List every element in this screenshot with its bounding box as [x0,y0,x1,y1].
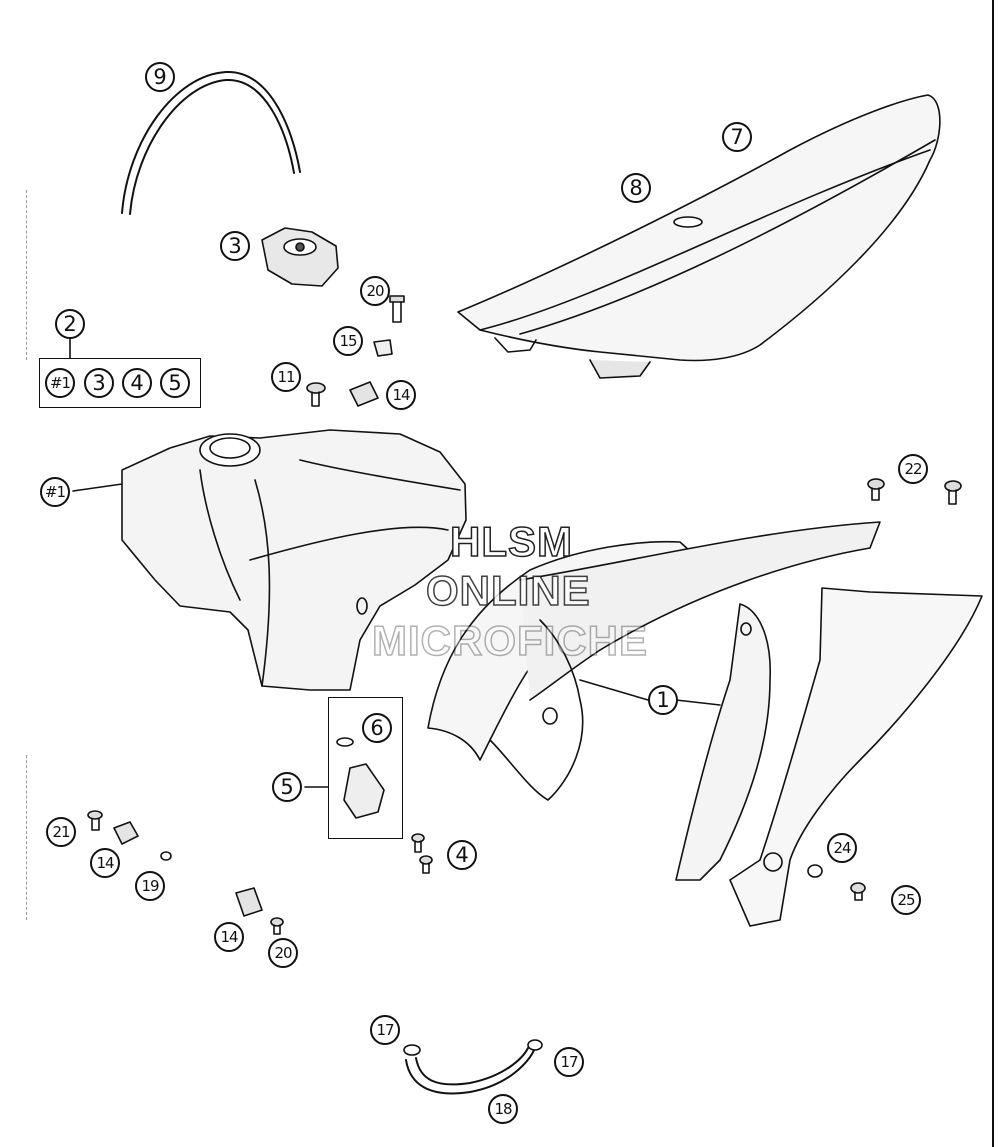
callout-20-lower[interactable]: 20 [268,938,298,968]
callout-19[interactable]: 19 [135,871,165,901]
callout-8[interactable]: 8 [621,173,651,203]
screws-4 [411,833,433,874]
left-dashed-guide-top [26,190,27,360]
callout-17-right[interactable]: 17 [554,1047,584,1077]
callout-15[interactable]: 15 [333,326,363,356]
fuel-cap [261,227,339,287]
lower-hardware-left [87,810,284,935]
rubber-buffer-14-upper [349,381,379,407]
kit-item-3[interactable]: 3 [84,368,114,398]
watermark-line-3: MICROFICHE [371,616,648,665]
right-border-line [992,0,994,1147]
kit-item-hash1[interactable]: #1 [45,368,75,398]
kit-item-4[interactable]: 4 [122,368,152,398]
kit-item-5[interactable]: 5 [160,368,190,398]
callout-6[interactable]: 6 [362,713,392,743]
radiator-shroud-left [427,521,881,801]
callout-5[interactable]: 5 [272,772,302,802]
callout-20-upper[interactable]: 20 [360,276,390,306]
left-dashed-guide-bottom [26,755,27,920]
callout-22[interactable]: 22 [898,454,928,484]
callout-1[interactable]: 1 [648,685,678,715]
watermark-line-1: HLSM [449,517,573,566]
bolt-20-upper [389,295,405,323]
lower-hardware-right [807,864,866,901]
callout-7[interactable]: 7 [722,122,752,152]
kit-contents-box [39,358,201,408]
mounting-bracket [336,737,385,819]
fuel-hose-assembly [403,1039,543,1095]
screw-11 [306,382,326,407]
callout-14-upper[interactable]: 14 [386,380,416,410]
callout-4[interactable]: 4 [447,840,477,870]
callout-21[interactable]: 21 [46,817,76,847]
seat [457,94,941,379]
callout-24[interactable]: 24 [827,833,857,863]
callout-17-left[interactable]: 17 [370,1015,400,1045]
callout-hash1[interactable]: #1 [40,477,70,507]
callout-14-mid[interactable]: 14 [90,848,120,878]
callout-2[interactable]: 2 [55,309,85,339]
callout-18[interactable]: 18 [488,1094,518,1124]
callout-11[interactable]: 11 [271,362,301,392]
callout-25[interactable]: 25 [891,885,921,915]
bushing-15 [373,339,393,357]
vent-hose [121,70,301,215]
callout-9[interactable]: 9 [145,62,175,92]
watermark-line-2: ONLINE [425,566,591,615]
callout-14-lower[interactable]: 14 [214,922,244,952]
callout-3[interactable]: 3 [220,231,250,261]
fuel-tank [121,429,467,691]
radiator-shroud-right [675,587,983,927]
bracket-group-box [328,697,403,839]
screws-22 [867,478,962,505]
